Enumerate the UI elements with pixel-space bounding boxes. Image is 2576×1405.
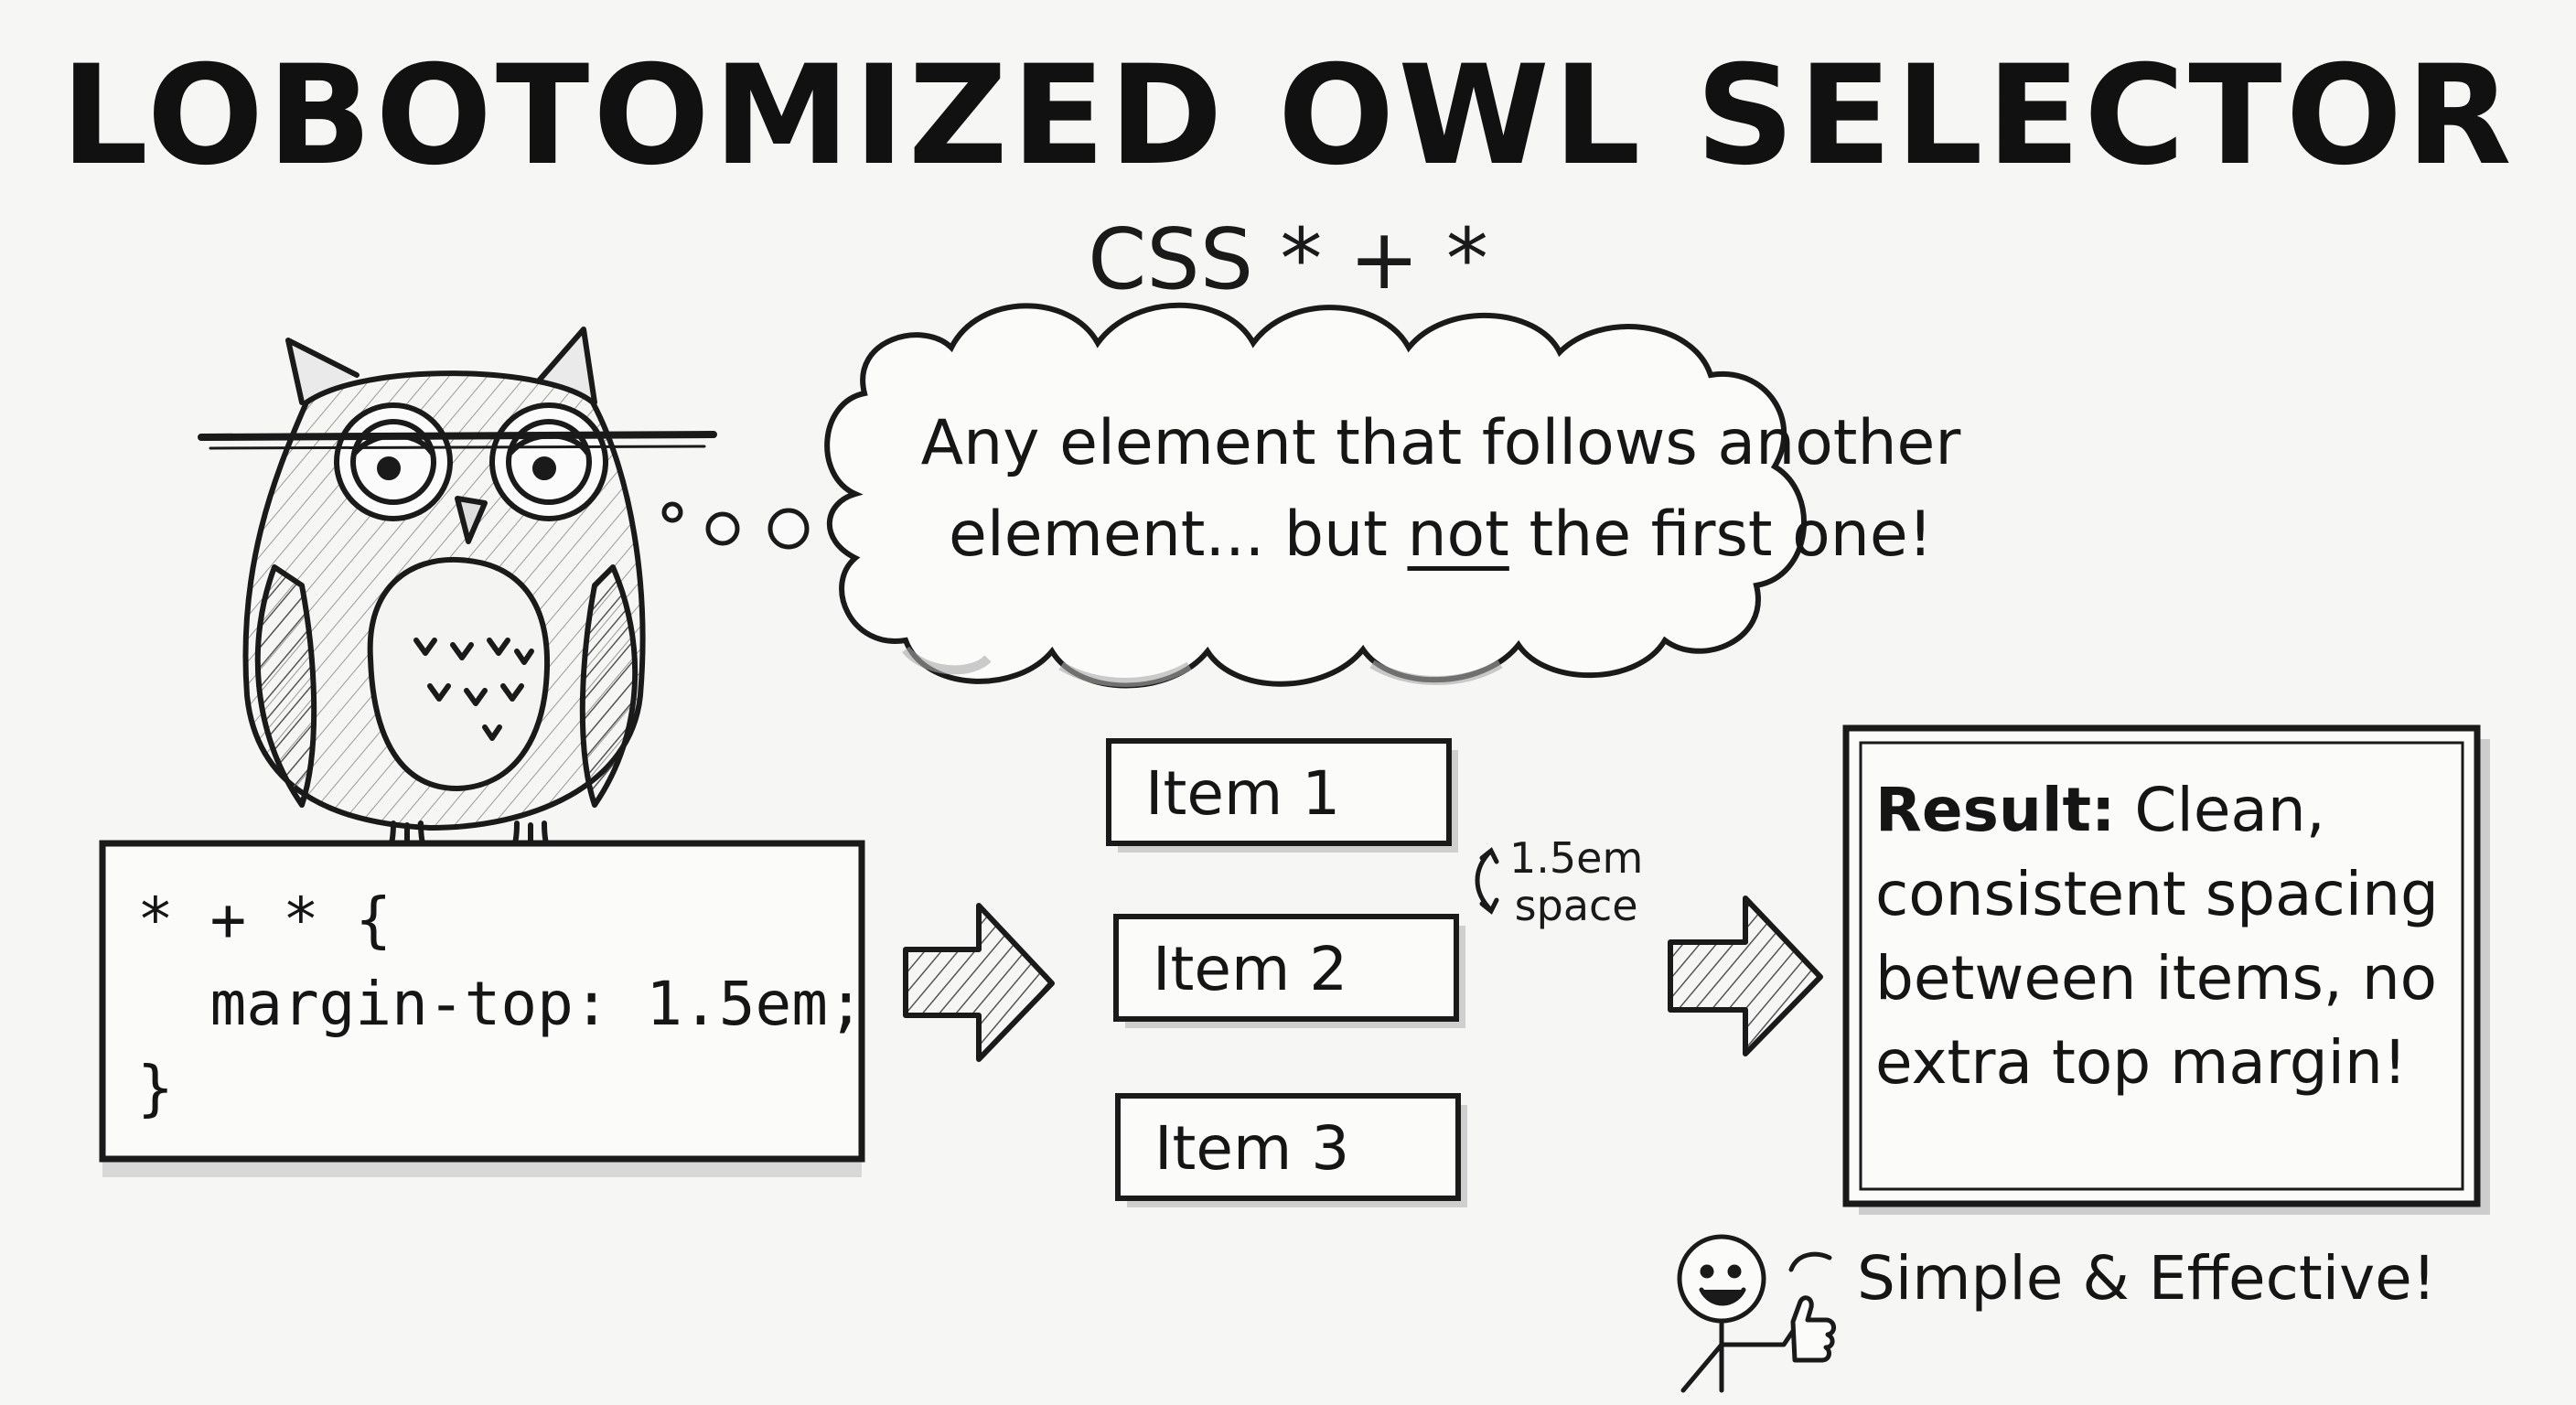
result-text: Result: Clean, consistent spacing betwee… [1875,768,2461,1105]
thought-line-2-post: the first one! [1508,499,1933,571]
thought-text: Any element that follows another element… [892,398,1990,581]
page-title: LOBOTOMIZED OWL SELECTOR [60,37,2516,196]
code-snippet: * + * { margin-top: 1.5em;} [137,878,864,1131]
arrow-right-icon [1668,896,1823,1056]
item-label-1: Item 1 [1145,758,1341,829]
item-box-2 [1113,914,1465,1028]
item-label-3: Item 3 [1154,1113,1350,1184]
spacing-value: 1.5em [1509,833,1644,883]
result-box [1842,724,2490,1215]
code-line-3: } [137,1053,174,1123]
spacing-arrow-icon [1475,847,1499,915]
owl-illustration [198,327,717,864]
thought-line-2: element... but not the first one! [892,489,1990,581]
spacing-word: space [1514,881,1638,930]
item-box-1 [1106,738,1458,853]
item-label-2: Item 2 [1153,934,1348,1004]
footer-caption: Simple & Effective! [1857,1243,2437,1314]
thought-line-2-pre: element... but [949,499,1408,571]
result-body: Clean, consistent spacing between items,… [1875,775,2439,1098]
stick-figure-thumbs-up [1677,1234,1836,1393]
item-box-3 [1115,1093,1467,1207]
page-subtitle: CSS * + * [1088,210,1488,308]
code-line-2: margin-top: 1.5em; [137,969,864,1039]
thought-emphasis: not [1407,499,1509,571]
result-heading: Result: [1875,775,2116,845]
thought-line-1: Any element that follows another [920,407,1961,479]
thought-bubble-dots [661,501,810,550]
code-line-1: * + * { [137,885,392,955]
cloud-shadow [902,646,1503,687]
arrow-right-icon [903,903,1055,1062]
thought-cloud [824,302,1807,689]
spacing-label: 1.5em space [1509,834,1643,929]
code-box [99,840,865,1177]
